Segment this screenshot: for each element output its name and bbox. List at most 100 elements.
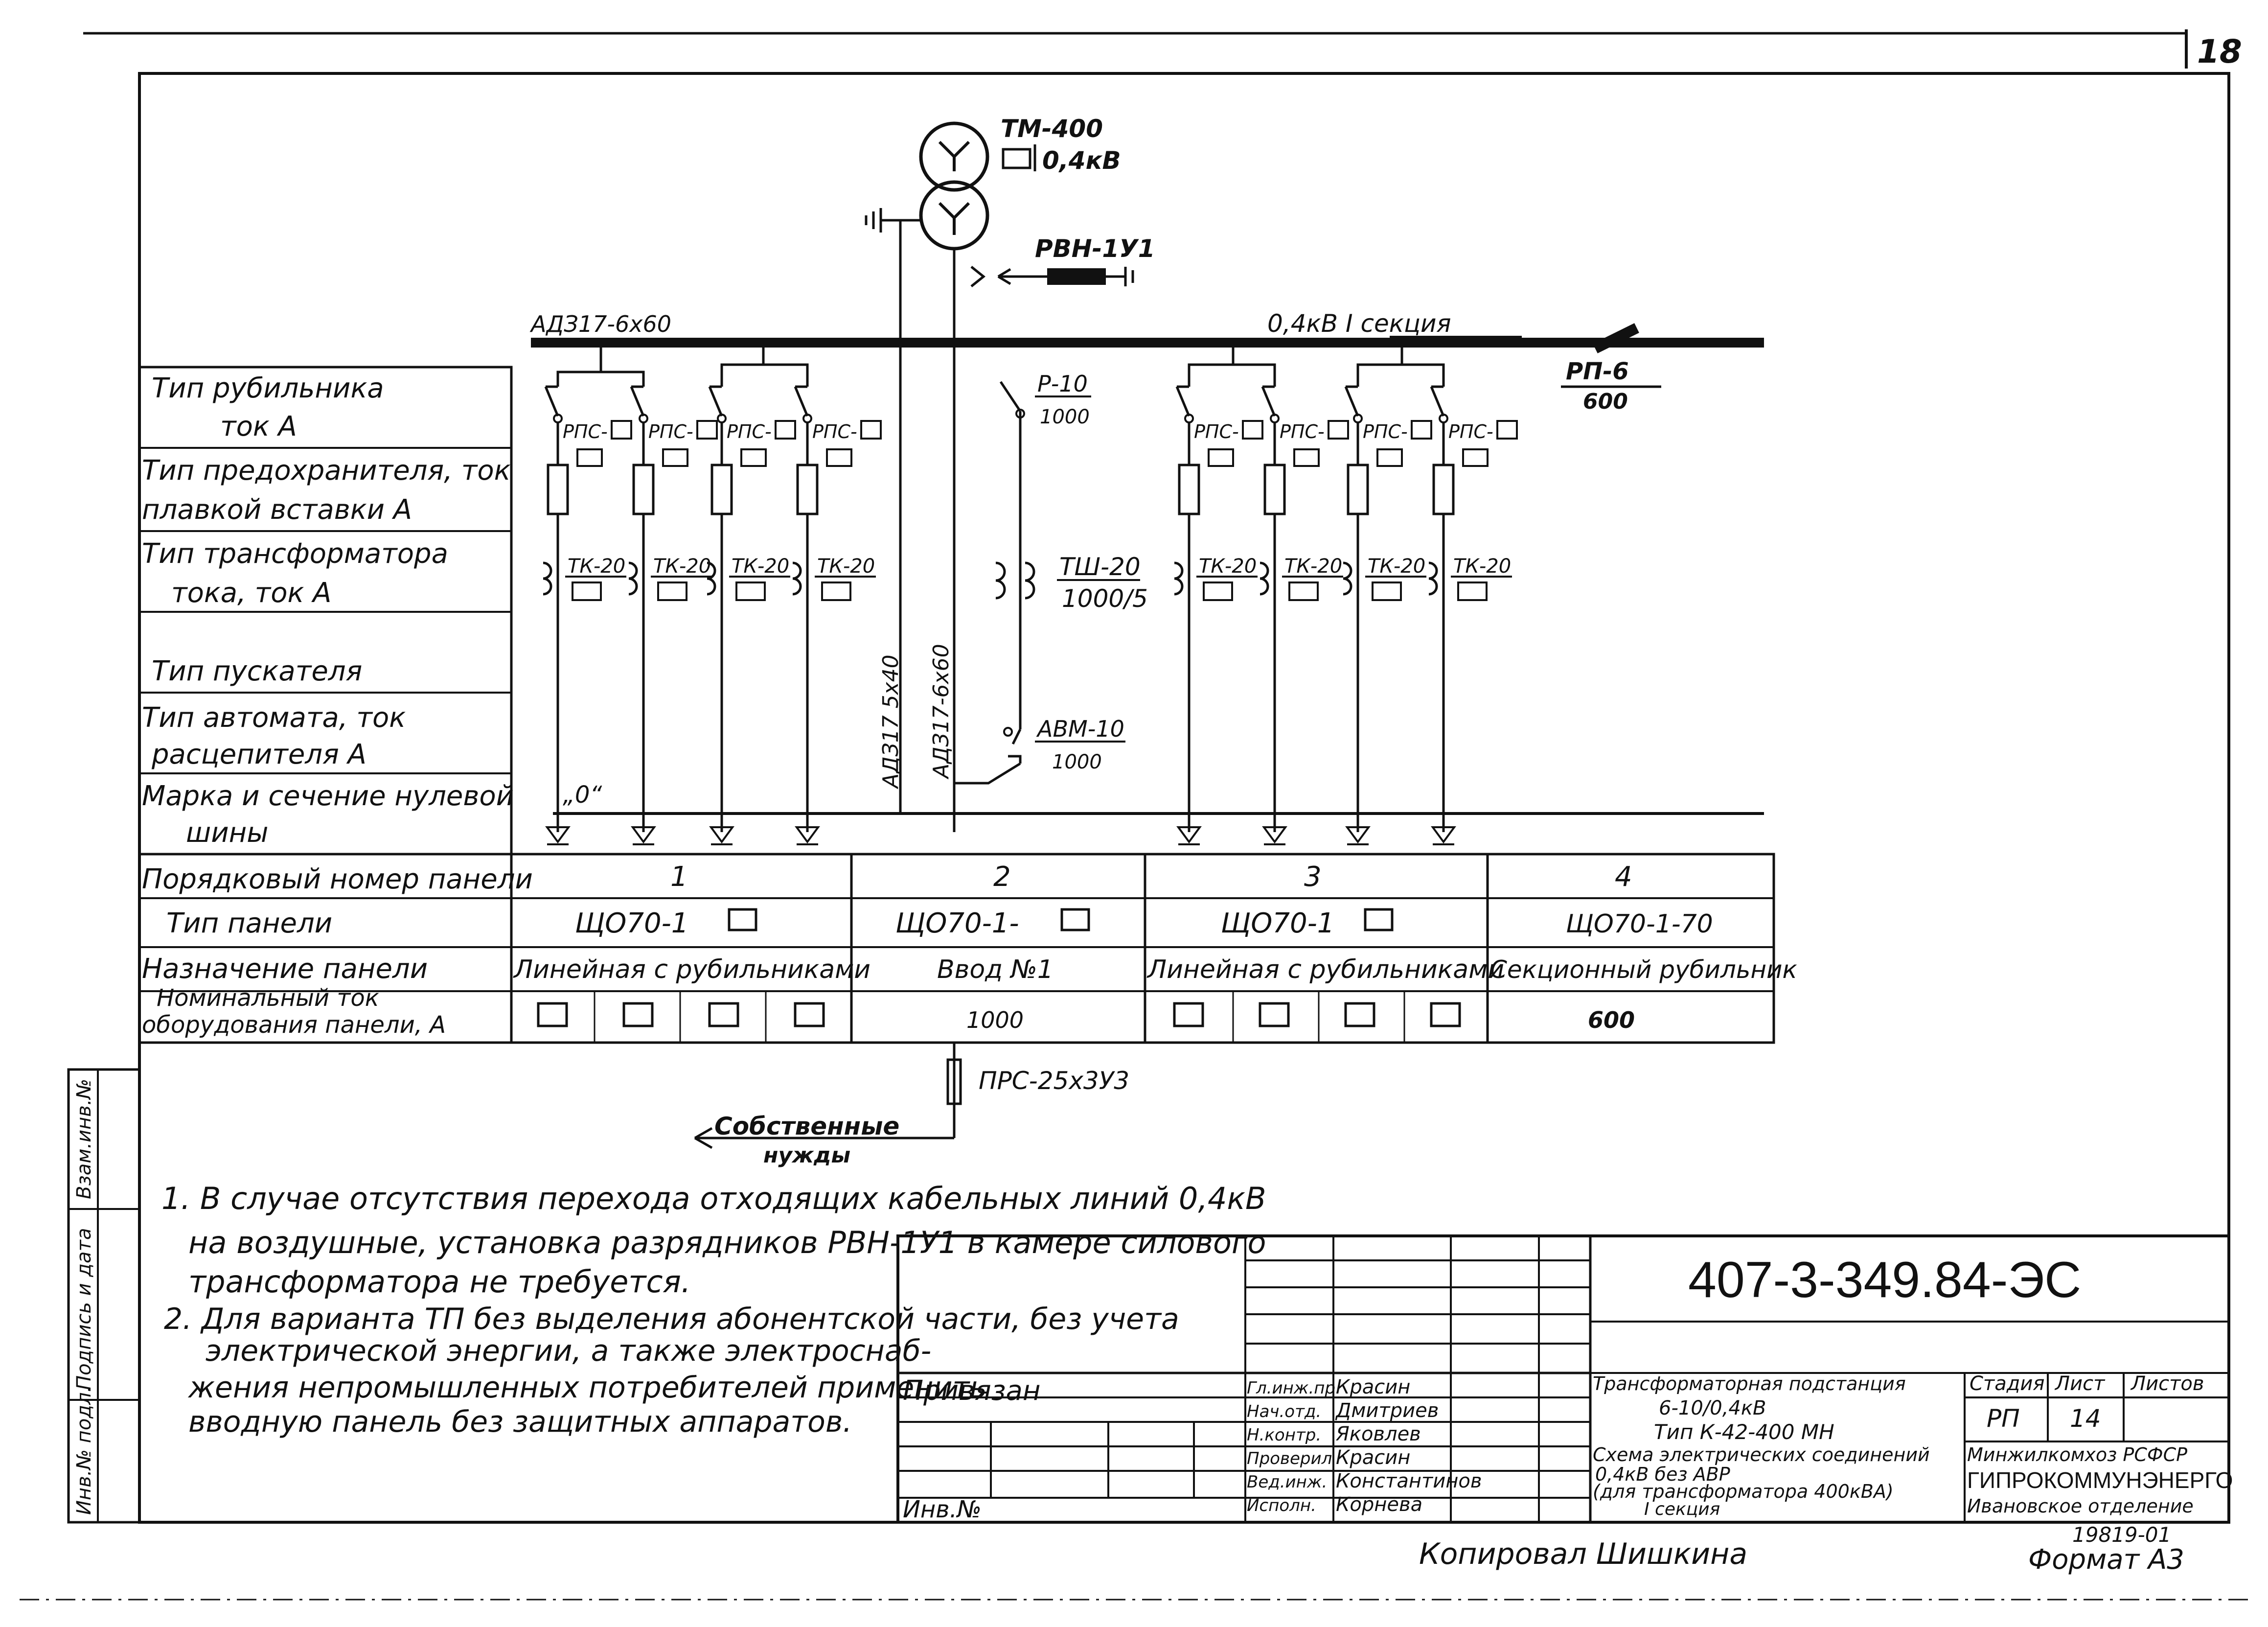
stage-header: Стадия <box>1970 1372 2044 1395</box>
row-fuse-type-l1: Тип предохранителя, ток <box>142 455 511 487</box>
feeder-ct-label: ТК-20 <box>1284 555 1342 578</box>
copied-by: Копировал Шишкина <box>1419 1537 1747 1571</box>
group-bracket-2 <box>720 343 809 387</box>
rp-label: РП-6 <box>1566 358 1629 385</box>
signature-name: Константинов <box>1336 1470 1482 1492</box>
note-line-2: на воздушные, установка разрядников РВН-… <box>188 1225 1266 1260</box>
signature-role: Н.контр. <box>1247 1425 1321 1445</box>
note-line-7: вводную панель без защитных аппаратов. <box>188 1405 852 1439</box>
side-stamp: Взам.инв.№ Подпись и дата Инв.№ подл. <box>67 1068 141 1524</box>
panel-table <box>138 853 1775 1044</box>
side-stamp-signature-date: Подпись и дата <box>73 1228 95 1390</box>
input-breaker-current: 1000 <box>1052 751 1102 773</box>
row-neutral-bus-l2: шины <box>186 817 268 849</box>
org-l1: Минжилкомхоз РСФСР <box>1967 1444 2187 1465</box>
note-line-5: электрической энергии, а также электросн… <box>206 1334 931 1368</box>
feeder-ct-label: ТК-20 <box>1453 555 1511 578</box>
title-block <box>896 1234 2230 1524</box>
page-number: 18 <box>2197 33 2242 70</box>
note-line-1: 1. В случае отсутствия перехода отходящи… <box>161 1181 1266 1216</box>
feeder-switch-label: РПС- <box>727 421 772 442</box>
signature-name: Яковлев <box>1335 1423 1421 1445</box>
lists-header: Листов <box>2130 1372 2204 1395</box>
transformer-voltage: 0,4кВ <box>1042 146 1121 175</box>
feeder-ct-label: ТК-20 <box>1368 555 1425 578</box>
feeder-column: РПС- ТК-20 <box>707 385 796 845</box>
feeder-switch-label: РПС- <box>1363 421 1408 442</box>
title-privyazan: Привязан <box>903 1375 1040 1407</box>
stamp-code: 19819-01 <box>2072 1523 2171 1547</box>
group-bracket-1 <box>556 343 645 387</box>
group-bracket-4 <box>1356 343 1445 387</box>
signature-name: Красин <box>1336 1376 1410 1398</box>
signature-role: Проверил <box>1247 1449 1332 1468</box>
panel-3-purpose: Линейная с рубильниками <box>1146 955 1504 984</box>
ground-symbol <box>865 208 922 232</box>
signature-name: Корнева <box>1336 1493 1422 1516</box>
row-fuse-type-l2: плавкой вставки А <box>142 494 412 526</box>
list-header: Лист <box>2054 1372 2106 1395</box>
feeder-column: РПС-ТК-20 <box>628 385 718 845</box>
panel-3-number: 3 <box>1304 861 1322 893</box>
note-line-6: жения непромышленных потребителей примен… <box>187 1371 987 1405</box>
drawing-number: 407-3-349.84-ЭС <box>1688 1252 2081 1308</box>
feeder-ct-label: ТК-20 <box>653 555 711 578</box>
row-starter-type: Тип пускателя <box>152 655 362 687</box>
feeder-switch-label: РПС- <box>1448 421 1493 442</box>
feeder-switch-label: РПС- <box>812 421 857 442</box>
title-l3: Тип К-42-400 МН <box>1654 1420 1834 1444</box>
neutral-zero-mark: „0“ <box>563 781 602 809</box>
input-ct-type: ТШ-20 <box>1059 553 1141 581</box>
sheet-title-l3: (для трансформатора 400кВА) <box>1593 1481 1894 1502</box>
signature-role: Исполн. <box>1247 1496 1316 1515</box>
feeder-switch-label: РПС- <box>1194 421 1239 442</box>
row-breaker-type-l2: расцепителя А <box>151 739 367 770</box>
sheet-title-l2: 0,4кВ без АВР <box>1595 1464 1730 1485</box>
panel-2-type: ЩО70-1- <box>895 907 1019 939</box>
table-label-purpose: Назначение панели <box>142 953 428 985</box>
current-boxes <box>537 1002 1461 1027</box>
input-feeder <box>953 343 1035 832</box>
title-l2: 6-10/0,4кВ <box>1659 1397 1766 1419</box>
panel-4-purpose: Секционный рубильник <box>1490 955 1797 984</box>
table-label-type: Тип панели <box>166 907 332 939</box>
panel-2-number: 2 <box>993 861 1011 893</box>
panel-4-number: 4 <box>1615 861 1632 893</box>
input-breaker-label: АВМ-10 <box>1036 716 1124 742</box>
row-switch-type-l2: ток А <box>220 411 297 442</box>
feeder-column: РПС-ТК-20 <box>543 385 632 845</box>
panel-1-purpose: Линейная с рубильниками <box>513 955 871 984</box>
transformer-symbol <box>919 121 989 251</box>
table-label-number: Порядковый номер панели <box>142 863 533 895</box>
feeder-ct-label: ТК-20 <box>732 555 789 578</box>
feeder-ct-label: ТК-20 <box>817 555 875 578</box>
org-l3: Ивановское отделение <box>1967 1495 2194 1517</box>
busbar-cable-left: АДЗ17-6х60 <box>529 311 671 337</box>
format-label: Формат А3 <box>2028 1544 2184 1576</box>
side-stamp-inv-original: Инв.№ подл. <box>73 1386 95 1515</box>
signature-name: Дмитриев <box>1335 1399 1439 1422</box>
note-line-3: трансформатора не требуется. <box>188 1264 691 1300</box>
input-ct-ratio: 1000/5 <box>1062 584 1148 613</box>
arrester-body <box>1047 268 1106 285</box>
signature-name: Красин <box>1336 1446 1410 1469</box>
input-cable-label: АДЗ17-6х60 <box>929 644 954 780</box>
aux-label-l2: нужды <box>763 1143 850 1168</box>
signature-rows: Гл.инж.пр.КрасинНач.отд.ДмитриевН.контр.… <box>1247 1376 1482 1516</box>
stage-value: РП <box>1987 1404 2020 1433</box>
list-value: 14 <box>2070 1404 2101 1433</box>
aux-feed <box>694 1043 962 1149</box>
panel-1-number: 1 <box>670 861 688 893</box>
sheet-title-l4: I секция <box>1644 1499 1720 1519</box>
busbar-section: 0,4кВ I секция <box>1267 309 1451 338</box>
sheet-title-l1: Схема электрических соединений <box>1593 1444 1930 1465</box>
panel-2-purpose: Ввод №1 <box>937 955 1054 984</box>
row-switch-type-l1: Тип рубильника <box>152 372 384 404</box>
table-label-current-l2: оборудования панели, А <box>142 1011 446 1039</box>
row-neutral-bus-l1: Марка и сечение нулевой <box>142 780 514 812</box>
panel-1-type: ЩО70-1 <box>575 907 688 939</box>
row-ct-type-l2: тока, ток А <box>171 577 331 609</box>
arrester-lead <box>997 268 1047 285</box>
group-bracket-3 <box>1188 343 1276 387</box>
